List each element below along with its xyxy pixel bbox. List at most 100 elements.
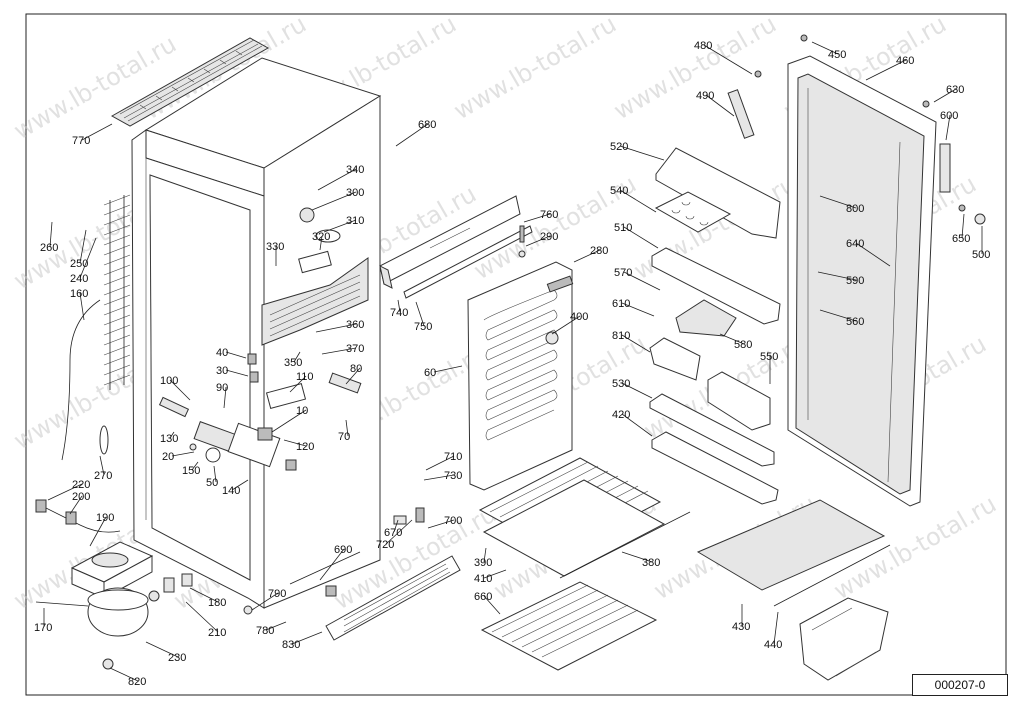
drawing-code: 000207-0 — [934, 678, 986, 692]
part-label-640: 640 — [846, 238, 864, 250]
part-label-760: 760 — [540, 209, 558, 221]
part-label-440: 440 — [764, 639, 782, 651]
part-label-500: 500 — [972, 249, 990, 261]
leader-line-820 — [109, 667, 139, 682]
leader-line-80 — [345, 367, 361, 385]
leader-line-560 — [819, 309, 857, 322]
part-label-790: 790 — [268, 588, 286, 600]
part-label-250: 250 — [70, 258, 88, 270]
leader-line-260 — [49, 221, 53, 248]
cabinet-internal-parts — [99, 207, 369, 471]
part-label-550: 550 — [760, 351, 778, 363]
condenser-coil — [61, 194, 131, 461]
leader-line-570 — [623, 271, 661, 291]
part-label-580: 580 — [734, 339, 752, 351]
part-label-630: 630 — [946, 84, 964, 96]
part-label-10: 10 — [296, 405, 308, 417]
leader-line-360 — [315, 323, 357, 333]
glass-shelf-and-crisper — [696, 499, 891, 681]
leader-line-30 — [225, 369, 249, 377]
leader-line-770 — [81, 123, 113, 141]
part-label-110: 110 — [296, 371, 314, 383]
part-label-150: 150 — [182, 465, 200, 477]
leader-line-180 — [189, 587, 219, 603]
leader-line-810 — [621, 334, 651, 353]
part-label-370: 370 — [346, 343, 364, 355]
leader-line-40 — [225, 351, 247, 359]
leader-line-510 — [623, 226, 659, 249]
part-label-570: 570 — [614, 267, 632, 279]
leader-line-50 — [213, 465, 217, 483]
part-label-260: 260 — [40, 242, 58, 254]
part-label-820: 820 — [128, 676, 146, 688]
part-label-830: 830 — [282, 639, 300, 651]
part-label-290: 290 — [540, 231, 558, 243]
drawing-code-box: 000207-0 — [912, 674, 1008, 696]
part-label-490: 490 — [696, 90, 714, 102]
leader-line-760 — [523, 213, 551, 223]
part-label-40: 40 — [216, 347, 228, 359]
leader-line-310 — [323, 219, 357, 233]
part-label-460: 460 — [896, 55, 914, 67]
leader-line-370 — [321, 347, 357, 355]
cabinet-body — [110, 37, 382, 609]
door-shelves — [649, 147, 781, 505]
leader-line-400 — [551, 315, 581, 335]
watermark-text: www.lb-total.ru — [449, 10, 621, 125]
part-label-180: 180 — [208, 597, 226, 609]
part-label-770: 770 — [72, 135, 90, 147]
leader-line-710 — [425, 455, 455, 471]
part-label-700: 700 — [444, 515, 462, 527]
wire-shelves — [478, 457, 691, 671]
leader-line-340 — [317, 168, 357, 191]
drawing-frame — [25, 13, 1007, 696]
part-label-720: 720 — [376, 539, 394, 551]
leader-line-110 — [289, 375, 307, 393]
part-label-740: 740 — [390, 307, 408, 319]
leader-line-670 — [393, 519, 399, 533]
leader-line-790 — [251, 592, 279, 611]
part-label-30: 30 — [216, 365, 228, 377]
part-label-50: 50 — [206, 477, 218, 489]
leader-line-630 — [933, 88, 957, 103]
part-label-280: 280 — [590, 245, 608, 257]
leader-line-220 — [47, 483, 83, 501]
kick-plate — [243, 507, 461, 641]
part-number-labels: 7706803403003103203302602502401603603503… — [34, 40, 990, 688]
leader-line-320 — [319, 235, 323, 251]
part-label-340: 340 — [346, 164, 364, 176]
part-label-750: 750 — [414, 321, 432, 333]
part-label-300: 300 — [346, 187, 364, 199]
part-label-330: 330 — [266, 241, 284, 253]
leader-line-750 — [415, 301, 425, 327]
leader-line-380 — [621, 551, 653, 563]
part-label-200: 200 — [72, 491, 90, 503]
part-label-660: 660 — [474, 591, 492, 603]
leader-line-140 — [231, 479, 249, 491]
part-label-230: 230 — [168, 652, 186, 664]
part-label-100: 100 — [160, 375, 178, 387]
leader-line-290 — [525, 235, 551, 247]
leader-line-390 — [483, 547, 487, 563]
part-label-530: 530 — [612, 378, 630, 390]
leader-line-130 — [169, 431, 175, 439]
leader-line-70 — [345, 419, 349, 437]
leader-line-720 — [385, 519, 413, 545]
part-label-520: 520 — [610, 141, 628, 153]
part-label-240: 240 — [70, 273, 88, 285]
leader-line-300 — [311, 191, 357, 211]
leader-lines — [43, 41, 983, 682]
leader-line-520 — [619, 145, 665, 161]
leader-line-610 — [621, 302, 655, 317]
leader-line-590 — [817, 271, 857, 281]
part-label-410: 410 — [474, 573, 492, 585]
part-label-20: 20 — [162, 451, 174, 463]
part-label-590: 590 — [846, 275, 864, 287]
leader-line-200 — [69, 495, 83, 515]
part-label-430: 430 — [732, 621, 750, 633]
part-label-610: 610 — [612, 298, 630, 310]
part-label-60: 60 — [424, 367, 436, 379]
leader-line-440 — [773, 611, 779, 645]
part-label-800: 800 — [846, 203, 864, 215]
